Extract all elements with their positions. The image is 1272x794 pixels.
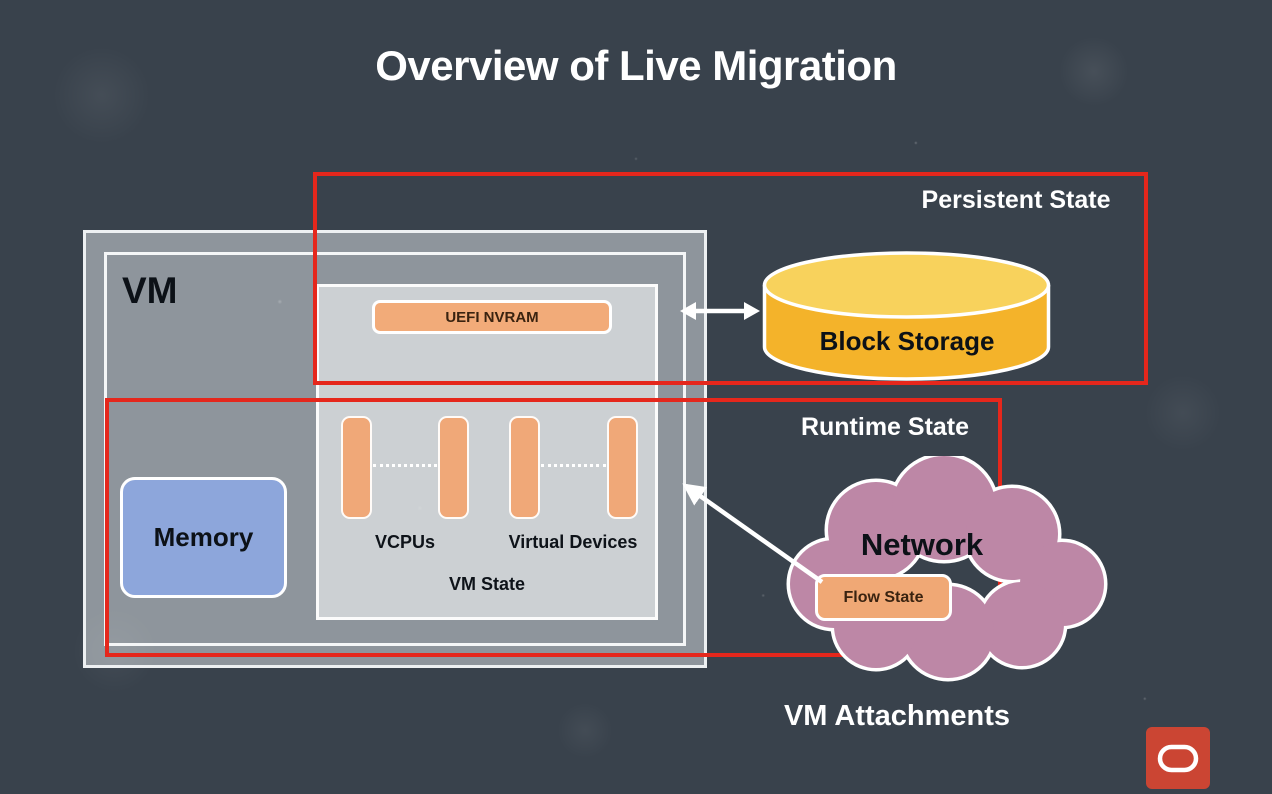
uefi-nvram-pill: UEFI NVRAM [372, 300, 612, 334]
virtual-device-bar [509, 416, 540, 519]
persistent-state-label: Persistent State [921, 186, 1111, 214]
memory-label: Memory [153, 522, 254, 552]
vm-attachments-label: VM Attachments [783, 700, 1011, 732]
memory-box: Memory [120, 477, 287, 598]
flow-state-pill: Flow State [815, 574, 952, 621]
network-cloud [786, 456, 1108, 682]
oracle-logo-icon [1146, 727, 1210, 789]
uefi-nvram-label: UEFI NVRAM [445, 308, 539, 326]
persistent-state-region [313, 172, 1148, 385]
vcpus-label: VCPUs [374, 532, 436, 552]
block-storage-label: Block Storage [819, 326, 995, 356]
vcpu-bar [341, 416, 372, 519]
virtual-devices-label: Virtual Devices [508, 532, 638, 552]
vcpu-bar [438, 416, 469, 519]
vcpu-connector-dots [373, 464, 437, 467]
network-vm-arrow-icon [682, 483, 824, 584]
vm-state-label: VM State [448, 574, 526, 594]
vm-state-box [316, 284, 658, 620]
virtual-device-connector-dots [541, 464, 606, 467]
page-title: Overview of Live Migration [375, 42, 897, 89]
vm-label: VM [122, 270, 178, 311]
storage-vm-arrow-icon [680, 302, 760, 320]
flow-state-label: Flow State [843, 588, 924, 606]
block-storage-cylinder [762, 251, 1051, 381]
virtual-device-bar [607, 416, 638, 519]
runtime-state-label: Runtime State [800, 413, 970, 441]
network-label: Network [860, 527, 984, 562]
oracle-o-glyph [1157, 744, 1199, 773]
